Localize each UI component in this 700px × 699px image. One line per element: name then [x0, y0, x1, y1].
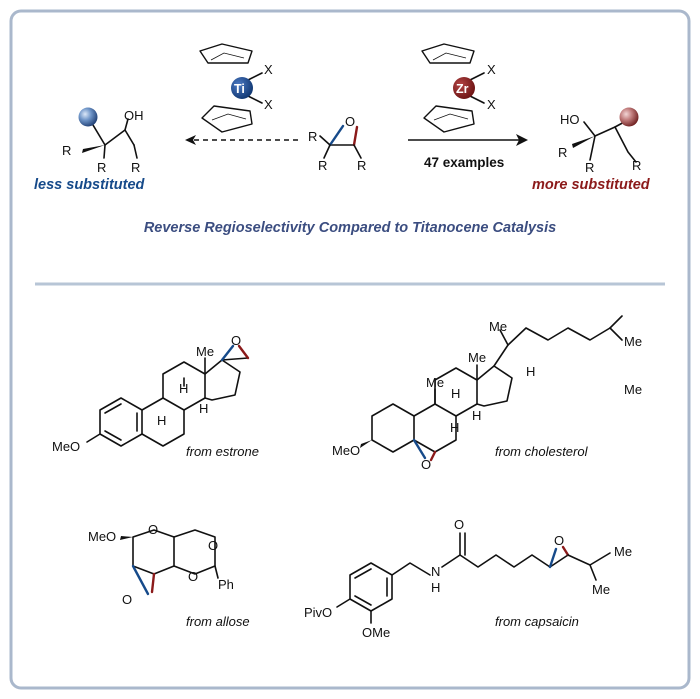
blue-sphere-icon — [78, 107, 98, 127]
pivo-label: PivO — [304, 605, 332, 620]
more-substituted-label: more substituted — [532, 177, 651, 193]
less-substituted-label: less substituted — [34, 177, 146, 193]
example-cholesterol: Me Me Me H Me Me H H H O MeO from choles… — [332, 315, 642, 472]
r-label: R — [97, 160, 106, 175]
r-label: R — [585, 160, 594, 175]
meo-label: MeO — [332, 443, 360, 458]
meo-label: MeO — [52, 439, 80, 454]
example-caption: from cholesterol — [495, 444, 589, 459]
o-label: O — [421, 457, 431, 472]
o-label: O — [231, 333, 241, 348]
titanium-atom-icon — [231, 77, 253, 99]
me-label: Me — [196, 344, 214, 359]
zirconocene-catalyst: Zr X X — [421, 43, 496, 133]
h-label: H — [179, 381, 188, 396]
titanocene-catalyst: Ti X X — [199, 43, 273, 133]
example-estrone: O Me H H H MeO from estrone — [52, 333, 259, 459]
h-label: H — [431, 580, 440, 595]
zr-label: Zr — [456, 82, 469, 96]
me-label: Me — [624, 382, 642, 397]
r-label: R — [318, 158, 327, 173]
r-label: R — [632, 158, 641, 173]
example-allose: O O O O MeO Ph from allose — [88, 522, 250, 629]
red-sphere-icon — [619, 107, 639, 127]
r-label: R — [62, 143, 71, 158]
me-label: Me — [592, 582, 610, 597]
me-label: Me — [468, 350, 486, 365]
r-label: R — [357, 158, 366, 173]
zirconium-atom-icon — [453, 77, 475, 99]
r-label: R — [131, 160, 140, 175]
example-capsaicin: N H O O Me Me OMe PivO from capsaicin — [304, 517, 632, 640]
h-label: H — [450, 420, 459, 435]
arrowhead-icon — [185, 135, 196, 145]
scheme-heading: Reverse Regioselectivity Compared to Tit… — [144, 220, 556, 236]
o-label: O — [122, 592, 132, 607]
x-label: X — [487, 97, 496, 112]
left-product: OH R R R less substituted — [34, 107, 146, 193]
h-label: H — [526, 364, 535, 379]
n-label: N — [431, 564, 440, 579]
me-label: Me — [624, 334, 642, 349]
x-label: X — [264, 62, 273, 77]
o-label: O — [208, 538, 218, 553]
h-label: H — [157, 413, 166, 428]
o-label: O — [554, 533, 564, 548]
meo-label: MeO — [88, 529, 116, 544]
reaction-scheme: OH R R R less substituted Ti X X O — [34, 43, 651, 236]
example-caption: from estrone — [186, 444, 259, 459]
ome-label: OMe — [362, 625, 390, 640]
right-product: HO R R R more substituted — [532, 107, 651, 193]
me-label: Me — [489, 319, 507, 334]
example-caption: from allose — [186, 614, 250, 629]
o-label: O — [188, 569, 198, 584]
ph-label: Ph — [218, 577, 234, 592]
examples-count: 47 examples — [424, 155, 504, 170]
example-caption: from capsaicin — [495, 614, 579, 629]
x-label: X — [264, 97, 273, 112]
r-label: R — [308, 129, 317, 144]
ti-label: Ti — [234, 82, 245, 96]
o-label: O — [345, 114, 355, 129]
h-label: H — [451, 386, 460, 401]
o-label: O — [454, 517, 464, 532]
o-label: O — [148, 522, 158, 537]
oh-label: OH — [124, 108, 144, 123]
x-label: X — [487, 62, 496, 77]
r-label: R — [558, 145, 567, 160]
me-label: Me — [614, 544, 632, 559]
me-label: Me — [426, 375, 444, 390]
h-label: H — [472, 408, 481, 423]
arrowhead-icon — [516, 134, 528, 146]
h-label: H — [199, 401, 208, 416]
outer-frame — [9, 9, 691, 690]
ho-label: HO — [560, 112, 580, 127]
epoxide-substrate: O R R R — [308, 114, 366, 173]
